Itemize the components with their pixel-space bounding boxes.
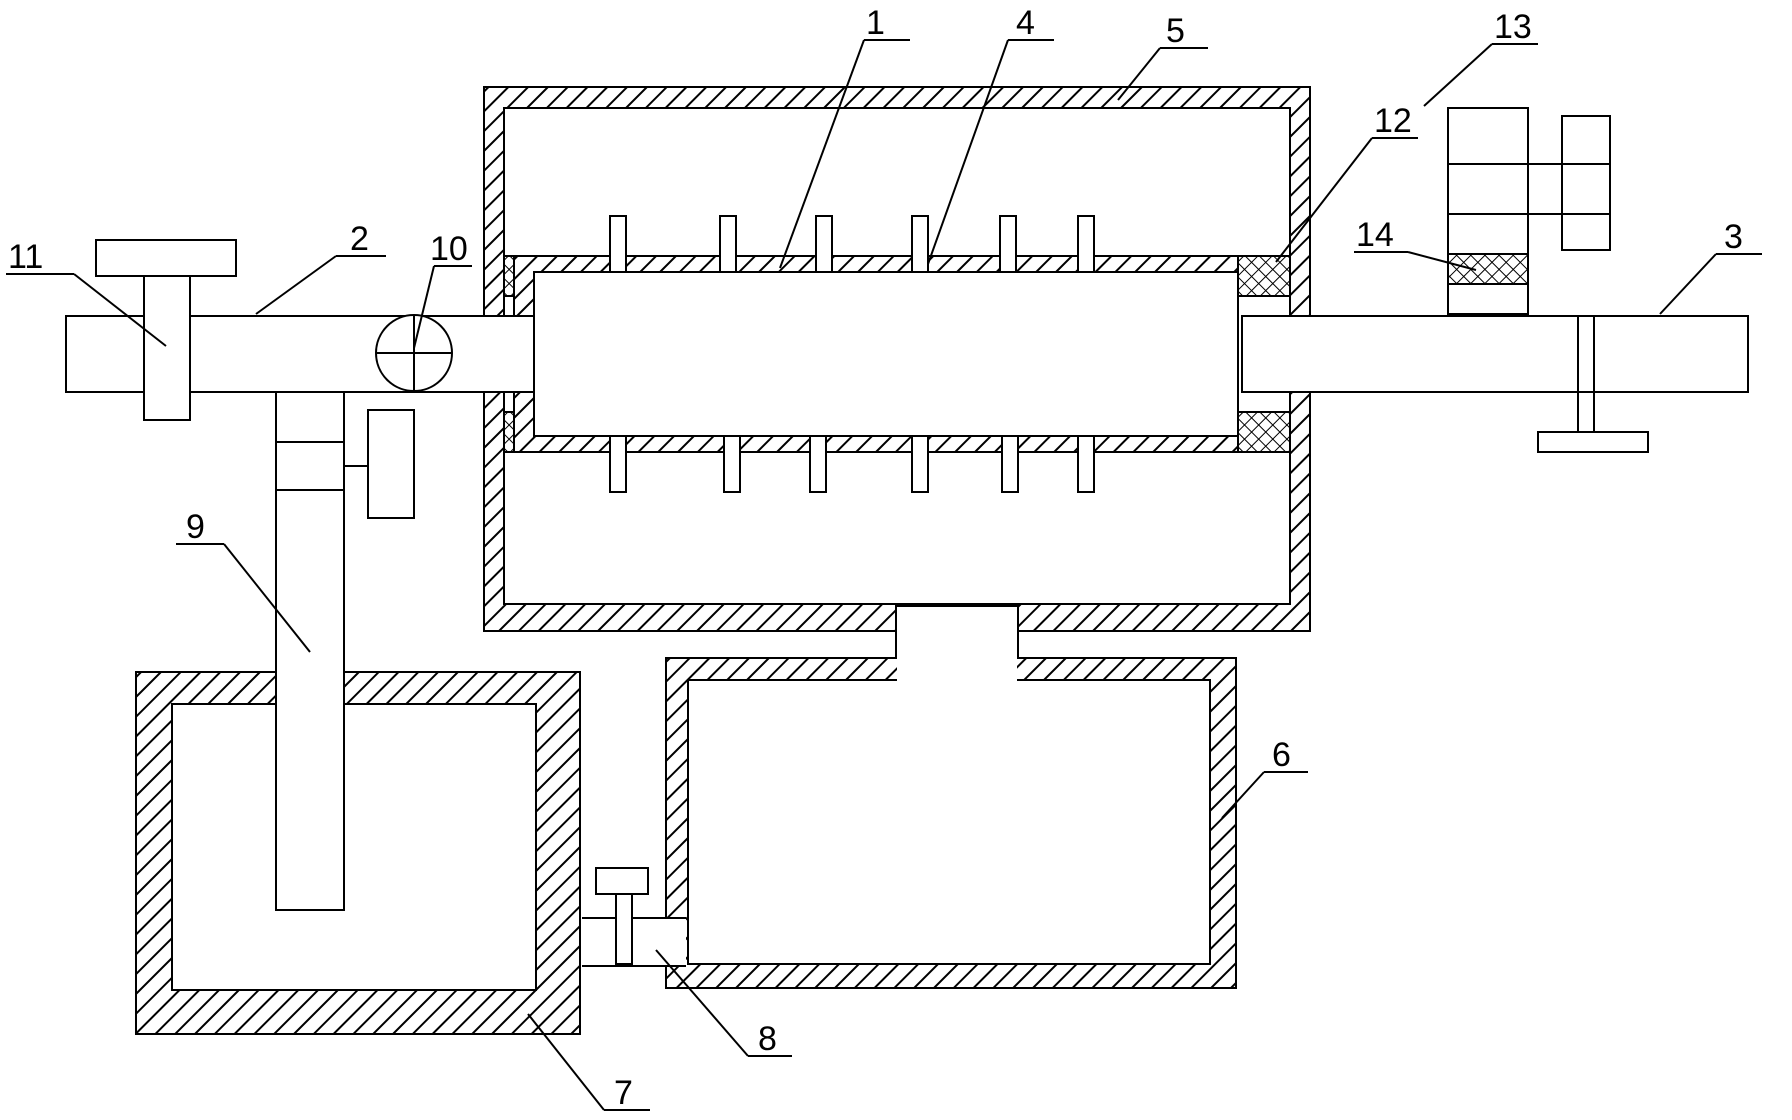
label-5: 5 (1166, 12, 1185, 50)
leader-lines (6, 39, 1762, 1111)
label-7: 7 (614, 1074, 633, 1112)
label-13: 13 (1494, 8, 1532, 46)
label-14: 14 (1356, 216, 1394, 254)
label-1: 1 (866, 4, 885, 42)
blades-top (609, 215, 1095, 273)
tank-7 (135, 671, 581, 1035)
label-10: 10 (430, 230, 468, 268)
reference-labels: 1 4 5 12 13 14 3 2 10 11 9 6 8 7 (8, 4, 1743, 1112)
drum (513, 255, 1239, 453)
label-9: 9 (186, 508, 205, 546)
motor-13 (1447, 107, 1611, 315)
vertical-pipe (275, 391, 415, 911)
label-11: 11 (8, 238, 43, 276)
label-3: 3 (1724, 218, 1743, 256)
valve-10 (375, 314, 453, 392)
label-6: 6 (1272, 736, 1291, 774)
label-2: 2 (350, 220, 369, 258)
label-8: 8 (758, 1020, 777, 1058)
right-shaft (1241, 315, 1749, 453)
blades-bottom (609, 435, 1095, 493)
label-12: 12 (1374, 102, 1412, 140)
tank-6 (665, 655, 1237, 989)
label-4: 4 (1016, 4, 1035, 42)
